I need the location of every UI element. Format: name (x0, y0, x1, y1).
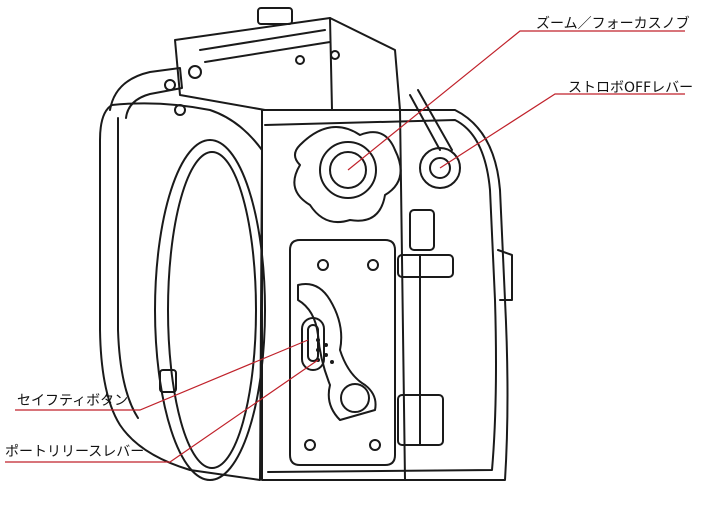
plate-screw-tl (317, 259, 329, 271)
hinge-block-top (397, 254, 454, 278)
port-release-lever (297, 283, 377, 421)
port-ring-outer (154, 139, 266, 481)
label-safety-button: セイフティボタン (17, 393, 129, 409)
strobe-off-lever-center (429, 157, 451, 179)
top-screw-2 (295, 55, 305, 65)
plate-screw-br (369, 439, 381, 451)
plate-screw-tr (367, 259, 379, 271)
leader-line-strobe-off-lever (439, 93, 685, 169)
housing-right-lug (497, 249, 513, 301)
housing-left-panel-inner (117, 117, 139, 419)
housing-top-handle (109, 67, 183, 119)
housing-top-block (174, 17, 401, 111)
zoom-focus-knob-cap (319, 141, 377, 199)
top-screw-3 (330, 50, 340, 60)
label-port-release-lever: ポートリリースレバー (5, 444, 145, 460)
housing-body-edge (264, 119, 497, 473)
top-screw-1 (188, 65, 202, 79)
safety-button (301, 317, 325, 371)
housing-top-rail (199, 17, 333, 111)
release-plate (289, 239, 396, 466)
strobe-lever-post (409, 209, 435, 251)
label-strobe-off-lever: ストロボOFFレバー (568, 80, 694, 96)
zoom-focus-knob-body (293, 126, 402, 224)
port-ring-inner (167, 151, 257, 469)
plate-screw-bl (304, 439, 316, 451)
housing-left-panel (99, 102, 263, 481)
safety-button-core (307, 324, 319, 362)
housing-main-body (261, 109, 509, 481)
hot-shoe (257, 7, 293, 25)
label-zoom-focus-knob: ズーム／フォーカスノブ (536, 16, 690, 32)
strobe-off-lever-arm (409, 89, 453, 151)
housing-stud (159, 369, 177, 393)
leader-line-port-release-lever (5, 359, 319, 463)
left-lug-hole-2 (174, 104, 186, 116)
lever-pivot (340, 383, 370, 413)
leader-line-zoom-focus-knob (347, 30, 685, 171)
leader-line-safety-button (15, 339, 309, 411)
left-lug-hole-1 (164, 79, 176, 91)
zoom-focus-knob-center (329, 151, 367, 189)
